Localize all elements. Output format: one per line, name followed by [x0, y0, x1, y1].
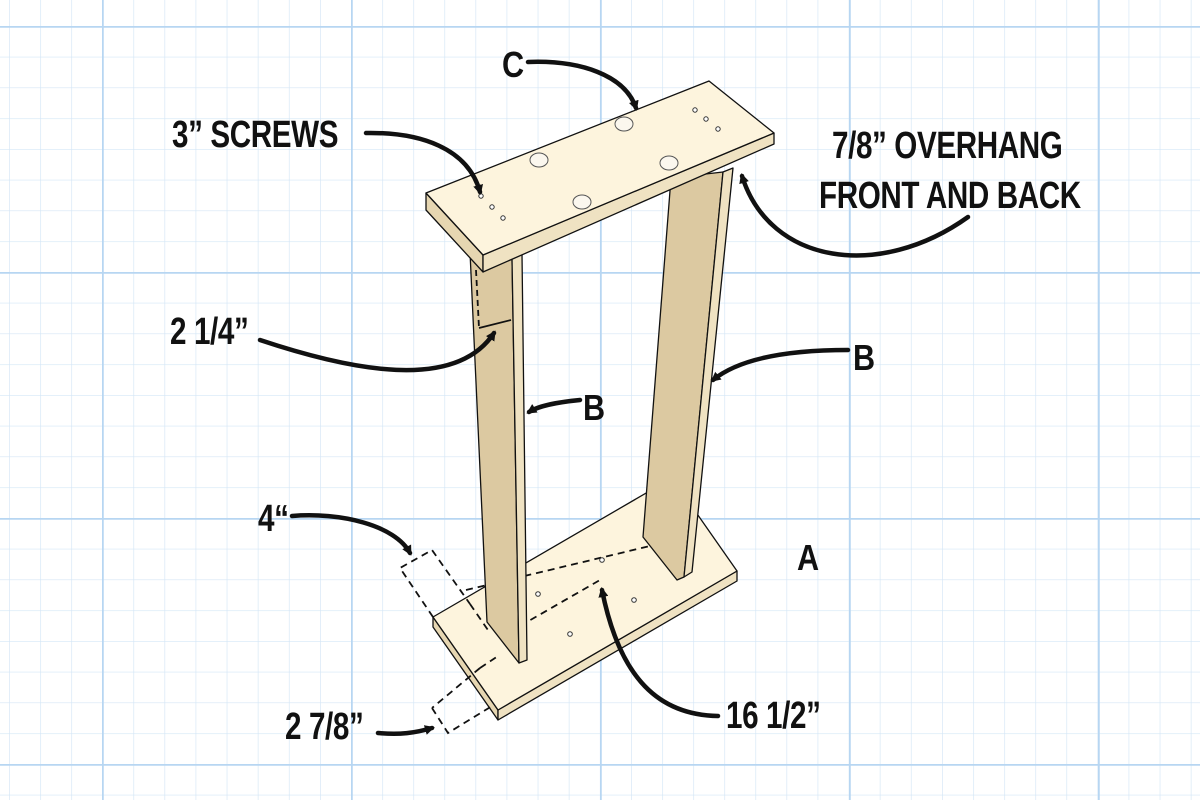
arrow-b-right [710, 347, 851, 383]
quarter-dim-mark [475, 269, 512, 329]
arrow-b-left [526, 397, 583, 415]
label-part-a: A [797, 537, 819, 578]
arrow-two-seven-eighths [375, 725, 435, 737]
arrow-screws [363, 130, 483, 195]
arrow-four [289, 513, 413, 556]
arrow-sixteen [598, 587, 721, 719]
label-overhang-line2: FRONT AND BACK [819, 175, 1081, 217]
label-part-c: C [502, 44, 524, 85]
right-leg-b [642, 167, 734, 581]
label-16-1-2-inch: 16 1/2” [726, 695, 821, 737]
arrow-c [525, 59, 639, 111]
top-board-c [425, 80, 775, 273]
label-part-b-right: B [853, 337, 875, 378]
top-plug-holes [529, 116, 679, 210]
top-screw-holes [478, 107, 721, 221]
label-part-b-left: B [583, 387, 605, 428]
label-overhang-line1: 7/8” OVERHANG [832, 125, 1063, 167]
arrow-quarter [257, 330, 497, 373]
dimension-guides-base [398, 545, 651, 735]
callout-arrows [257, 59, 971, 737]
label-2-7-8-inch: 2 7/8” [285, 706, 364, 748]
label-2-1-4-inch: 2 1/4” [170, 311, 249, 353]
base-screw-holes [535, 557, 637, 637]
arrow-overhang [739, 173, 971, 258]
label-4-inch: 4“ [258, 498, 289, 540]
label-3-inch-screws: 3” SCREWS [172, 114, 339, 156]
